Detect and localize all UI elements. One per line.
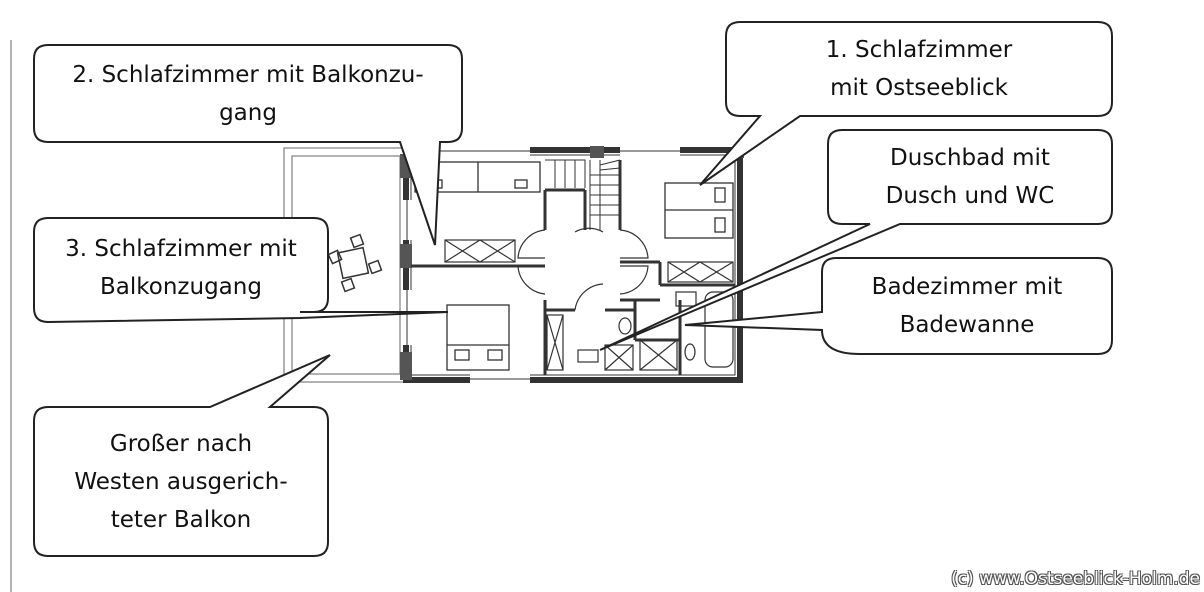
- patio-table-icon: [327, 233, 383, 293]
- callout-shower-room: Duschbad mit Dusch und WC: [885, 145, 1055, 209]
- callout-bathroom: Badezimmer mit Badewanne: [871, 274, 1063, 338]
- bath-fixtures: [577, 291, 734, 371]
- callout-bubbles: [33, 21, 1113, 557]
- bubble-bathroom: [684, 257, 1113, 355]
- beds: [414, 161, 734, 371]
- staircase: [545, 159, 621, 230]
- copyright-credit: (c) www.Ostseeblick-Holm.de: [951, 569, 1200, 589]
- wardrobes: [444, 239, 734, 371]
- bubble-balcony: [33, 354, 331, 557]
- bubble-bedroom-1: [699, 21, 1113, 186]
- bubble-bedroom-2: [33, 44, 463, 246]
- callout-bedroom-2: 2. Schlafzimmer mit Balkonzu- gang: [72, 61, 424, 126]
- bubble-shower-room: [599, 129, 1113, 351]
- callout-bedroom-1: 1. Schlafzimmer mit Ostseeblick: [825, 37, 1013, 101]
- bubble-bedroom-3: [33, 217, 449, 324]
- door-swings: [517, 227, 649, 311]
- window-lines: [406, 150, 680, 380]
- callout-balcony: Großer nach Westen ausgerich- teter Balk…: [74, 430, 288, 533]
- callout-bedroom-3: 3. Schlafzimmer mit Balkonzugang: [65, 236, 297, 300]
